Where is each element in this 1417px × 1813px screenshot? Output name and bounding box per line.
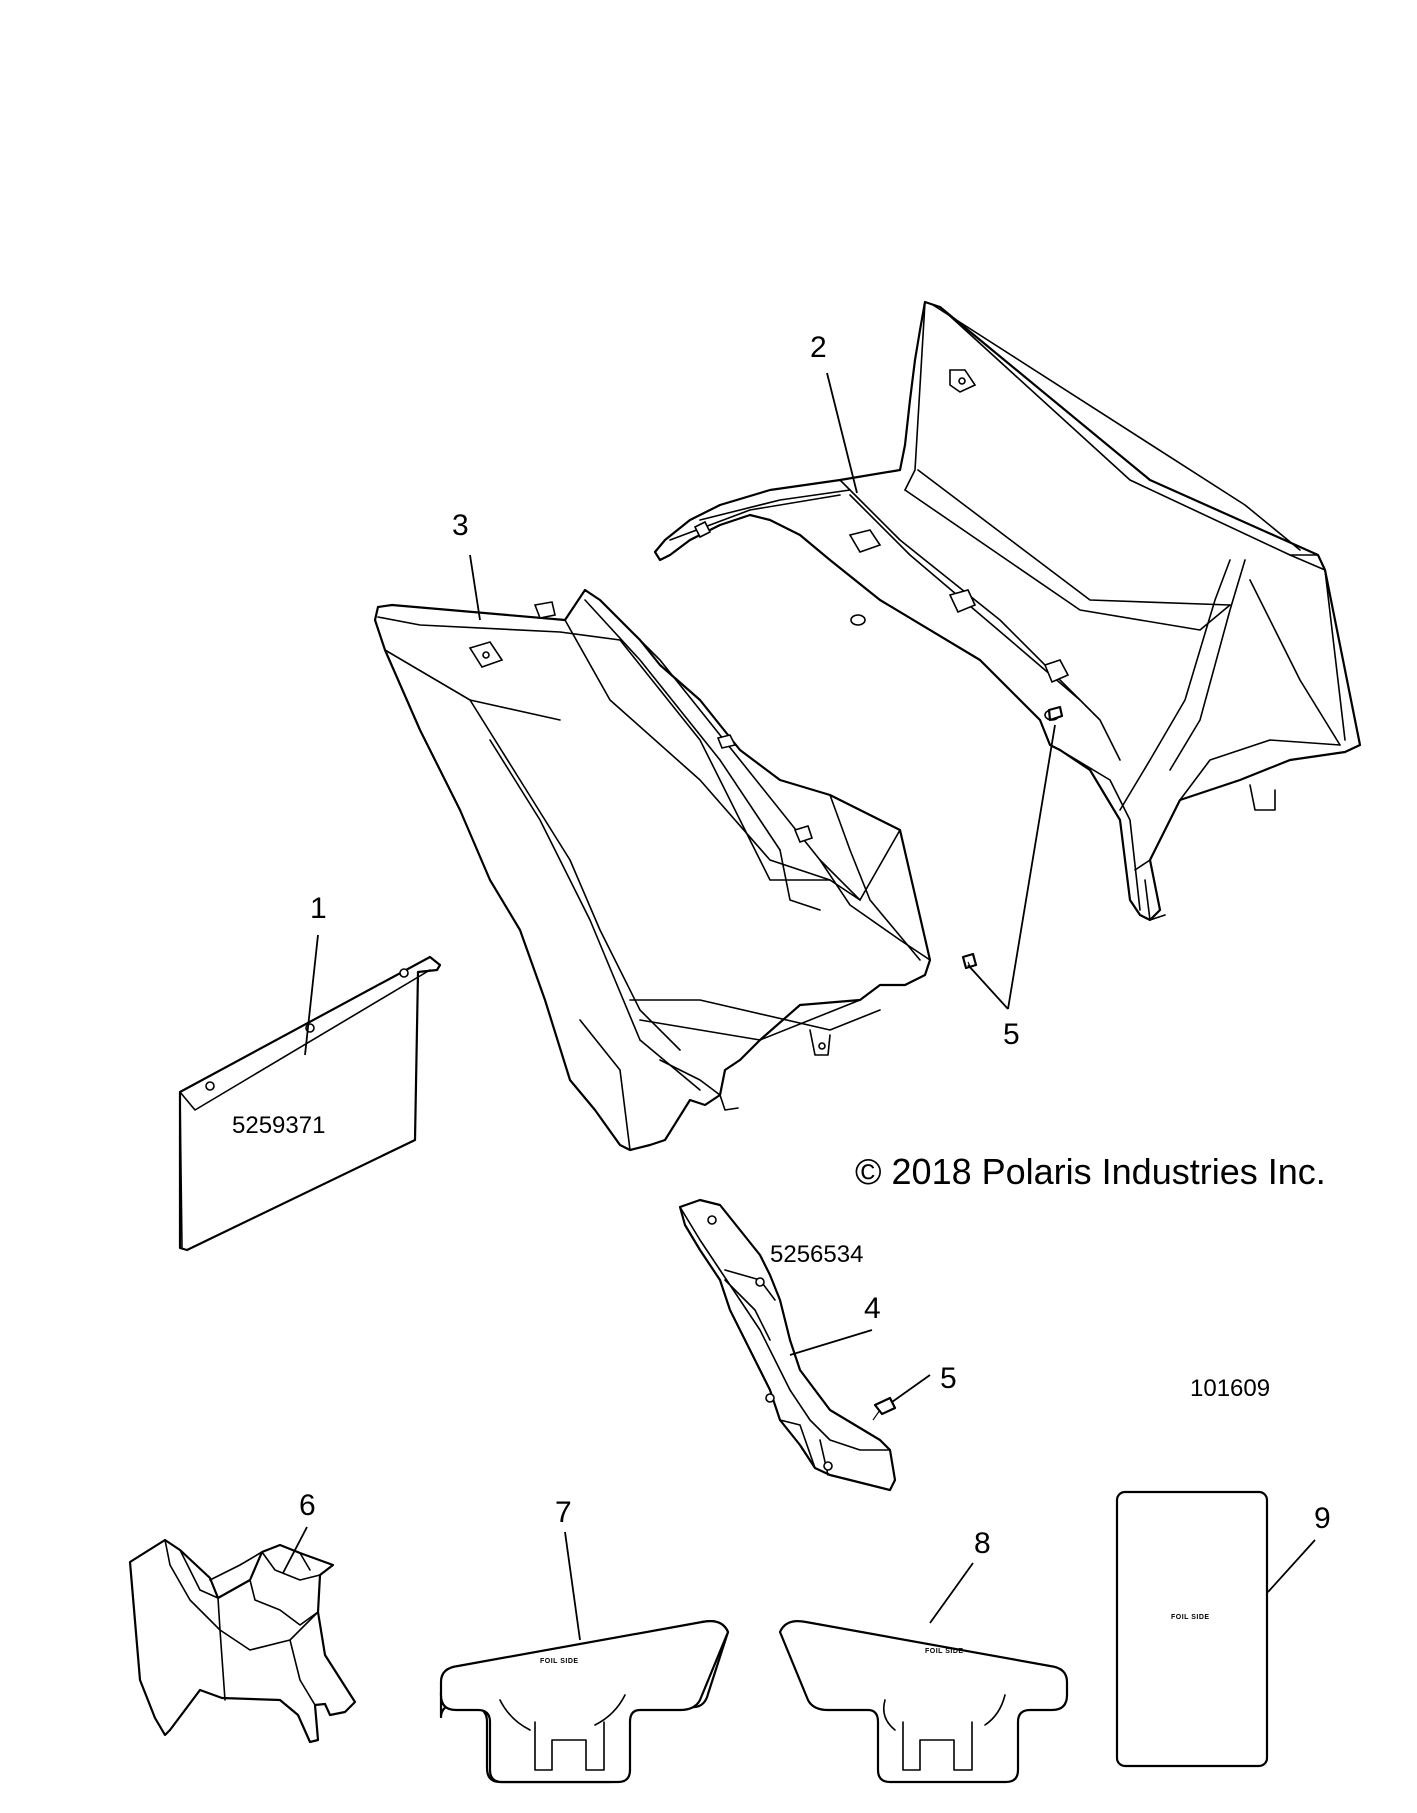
part-7-foil-panel: FOIL SIDE (439, 1620, 730, 1784)
figure-id: 101609 (1190, 1375, 1270, 1402)
part-1-shield (178, 955, 442, 1252)
callout-2: 2 (810, 331, 827, 364)
callout-7: 7 (555, 1496, 572, 1529)
callout-1: 1 (310, 892, 327, 925)
leader-lines (282, 372, 1316, 1641)
callout-5-upper: 5 (1003, 1018, 1020, 1051)
part-2-rear-panel (653, 300, 1362, 922)
part-number-1: 5259371 (232, 1112, 325, 1139)
part-9-foil-pad: FOIL SIDE (1115, 1490, 1269, 1768)
part-8-foil-panel: FOIL SIDE (778, 1620, 1069, 1784)
part-3-side-panel (373, 588, 932, 1152)
foil-side-label-8: FOIL SIDE (925, 1648, 964, 1655)
callout-9: 9 (1314, 1502, 1331, 1535)
part-6-bracket (128, 1538, 357, 1744)
part-4-bent-shield (678, 1198, 897, 1492)
callout-8: 8 (974, 1527, 991, 1560)
callout-3: 3 (452, 509, 469, 542)
copyright-notice: © 2018 Polaris Industries Inc. (855, 1151, 1326, 1192)
callout-4: 4 (864, 1292, 881, 1325)
foil-side-label-9: FOIL SIDE (1171, 1614, 1210, 1621)
callout-labels: 2 3 1 5 4 5 6 7 8 9 (299, 331, 1331, 1560)
callout-6: 6 (299, 1489, 316, 1522)
push-rivets (961, 705, 1064, 971)
part-number-4: 5256534 (770, 1241, 863, 1268)
push-rivet-part-5 (872, 1396, 897, 1421)
callout-5-lower: 5 (940, 1362, 957, 1395)
foil-side-label-7: FOIL SIDE (540, 1658, 579, 1665)
